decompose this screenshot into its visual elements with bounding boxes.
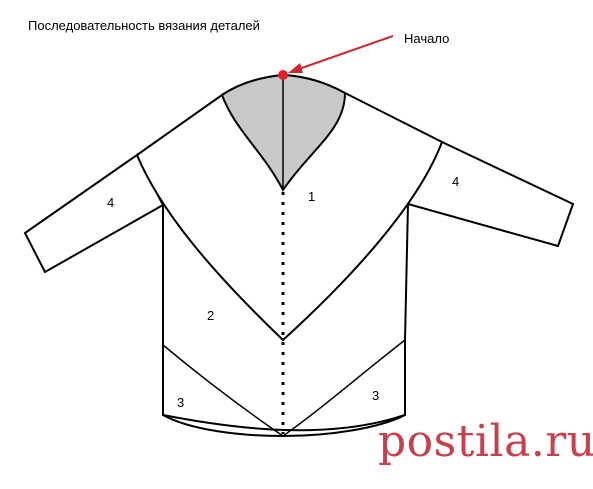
left-lower-panel-line [162, 344, 284, 437]
part-label-4-right: 4 [452, 174, 460, 189]
postila-watermark: postila.ru [378, 420, 593, 464]
start-arrow-line [295, 35, 394, 71]
start-point-marker [278, 70, 288, 80]
part-label-2: 2 [207, 308, 215, 323]
part-label-3-right: 3 [372, 388, 380, 403]
part-label-1: 1 [308, 189, 316, 204]
right-lower-panel-line [282, 339, 406, 437]
diagram-title: Последовательность вязания деталей [28, 18, 260, 33]
start-label: Начало [404, 31, 450, 46]
part-label-4-left: 4 [107, 195, 115, 210]
start-arrow-head [288, 63, 303, 73]
watermark-text: postila.ru [378, 416, 593, 467]
part-label-3-left: 3 [177, 395, 185, 410]
left-sleeve-outline [23, 153, 165, 274]
